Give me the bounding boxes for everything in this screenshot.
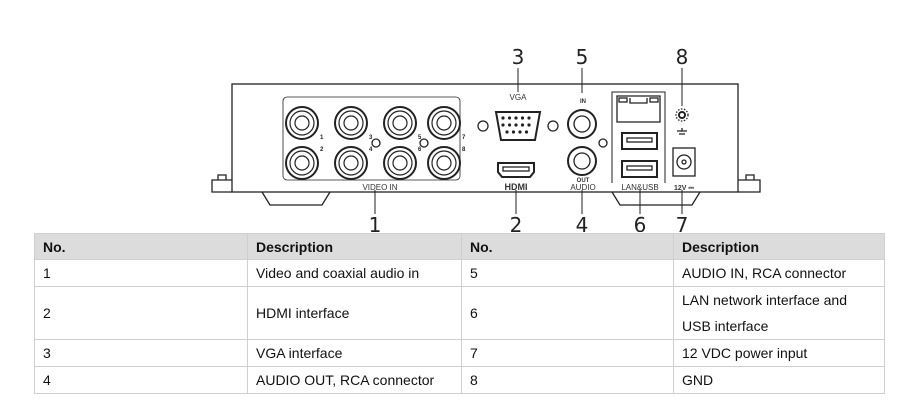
power-port (672, 147, 696, 177)
usb-port-1 (621, 132, 658, 150)
cell-no: 4 (34, 366, 248, 394)
hdmi-label: HDMI (505, 182, 528, 192)
cell-description: AUDIO IN, RCA connector (673, 259, 885, 287)
channel-number: 5 (418, 135, 422, 141)
channel-number: 2 (320, 147, 324, 153)
hdmi-port (497, 162, 535, 178)
cell-no: 3 (34, 339, 248, 367)
callout-2: 2 (510, 213, 523, 232)
table-header-row: No. Description No. Description (34, 233, 885, 260)
bnc-video-input (285, 146, 319, 180)
left-ear (211, 174, 232, 193)
channel-number: 6 (418, 147, 422, 153)
callout-7: 7 (676, 213, 689, 232)
header-no: No. (461, 233, 674, 260)
table-row: 4 AUDIO OUT, RCA connector 8 GND (34, 366, 885, 394)
bnc-video-input (334, 146, 368, 180)
callout-1: 1 (369, 213, 382, 232)
chassis (231, 83, 739, 193)
channel-number: 8 (462, 147, 466, 153)
bnc-video-input (383, 146, 417, 180)
bnc-video-input (285, 106, 319, 140)
right-ear (738, 174, 761, 193)
channel-number: 4 (369, 147, 373, 153)
cell-description: HDMI interface (247, 286, 462, 340)
cell-no: 7 (461, 339, 674, 367)
header-description: Description (673, 233, 885, 260)
callout-3: 3 (512, 45, 525, 69)
cell-no: 6 (461, 286, 674, 340)
audio-in-port (567, 109, 597, 139)
table-row: 1 Video and coaxial audio in 5 AUDIO IN,… (34, 259, 885, 287)
interface-table: No. Description No. Description 1 Video … (34, 233, 885, 394)
audio-in-label: IN (580, 99, 586, 105)
lan-usb-label: LAN&USB (621, 183, 658, 192)
bnc-video-input (427, 146, 461, 180)
left-foot (261, 191, 331, 206)
lan-port (616, 95, 661, 123)
audio-label: AUDIO (570, 183, 595, 192)
bnc-video-input (334, 106, 368, 140)
header-no: No. (34, 233, 248, 260)
table-row: 2 HDMI interface 6 LAN network interface… (34, 286, 885, 340)
callout-5: 5 (576, 45, 589, 69)
audio-out-port (567, 146, 597, 176)
usb-port-2 (621, 160, 658, 178)
cell-no: 2 (34, 286, 248, 340)
right-foot (611, 191, 701, 206)
cell-description: GND (673, 366, 885, 394)
cell-description: 12 VDC power input (673, 339, 885, 367)
cell-no: 1 (34, 259, 248, 287)
cell-description: AUDIO OUT, RCA connector (247, 366, 462, 394)
bnc-video-input (427, 106, 461, 140)
channel-number: 1 (320, 135, 324, 141)
cell-description: Video and coaxial audio in (247, 259, 462, 287)
callout-8: 8 (676, 45, 689, 69)
ground-screw (675, 108, 689, 135)
table-row: 3 VGA interface 7 12 VDC power input (34, 339, 885, 367)
cell-description: VGA interface (247, 339, 462, 367)
vga-label: VGA (510, 93, 528, 102)
header-description: Description (247, 233, 462, 260)
power-label: 12V ⎓ (674, 185, 694, 192)
video-in-label: VIDEO IN (362, 183, 397, 192)
video-in-panel (282, 96, 461, 181)
cell-no: 5 (461, 259, 674, 287)
channel-number: 3 (369, 135, 373, 141)
callout-6: 6 (634, 213, 647, 232)
bnc-video-input (383, 106, 417, 140)
vga-port (477, 111, 559, 141)
cell-description: LAN network interface and USB interface (673, 286, 885, 340)
callout-4: 4 (576, 213, 589, 232)
cell-no: 8 (461, 366, 674, 394)
channel-number: 7 (462, 135, 466, 141)
audio-out-label: OUT (577, 178, 590, 184)
